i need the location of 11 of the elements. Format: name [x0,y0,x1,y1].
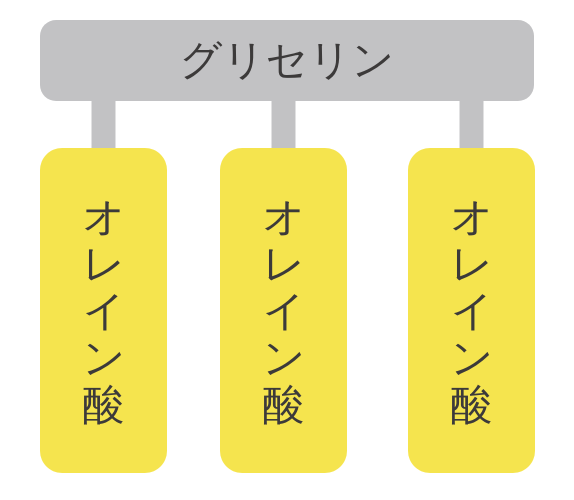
header-bar [40,20,534,101]
column-box [220,148,347,473]
node-label: グリセリン [180,35,394,86]
vertical-label: オレイン酸 [450,192,492,428]
connector-bar [460,101,484,148]
column-box [40,148,167,473]
connector-bar [272,101,296,148]
vertical-label: オレイン酸 [82,192,124,428]
connector-bar [92,101,116,148]
vertical-label: オレイン酸 [262,192,304,428]
column-box [408,148,535,473]
